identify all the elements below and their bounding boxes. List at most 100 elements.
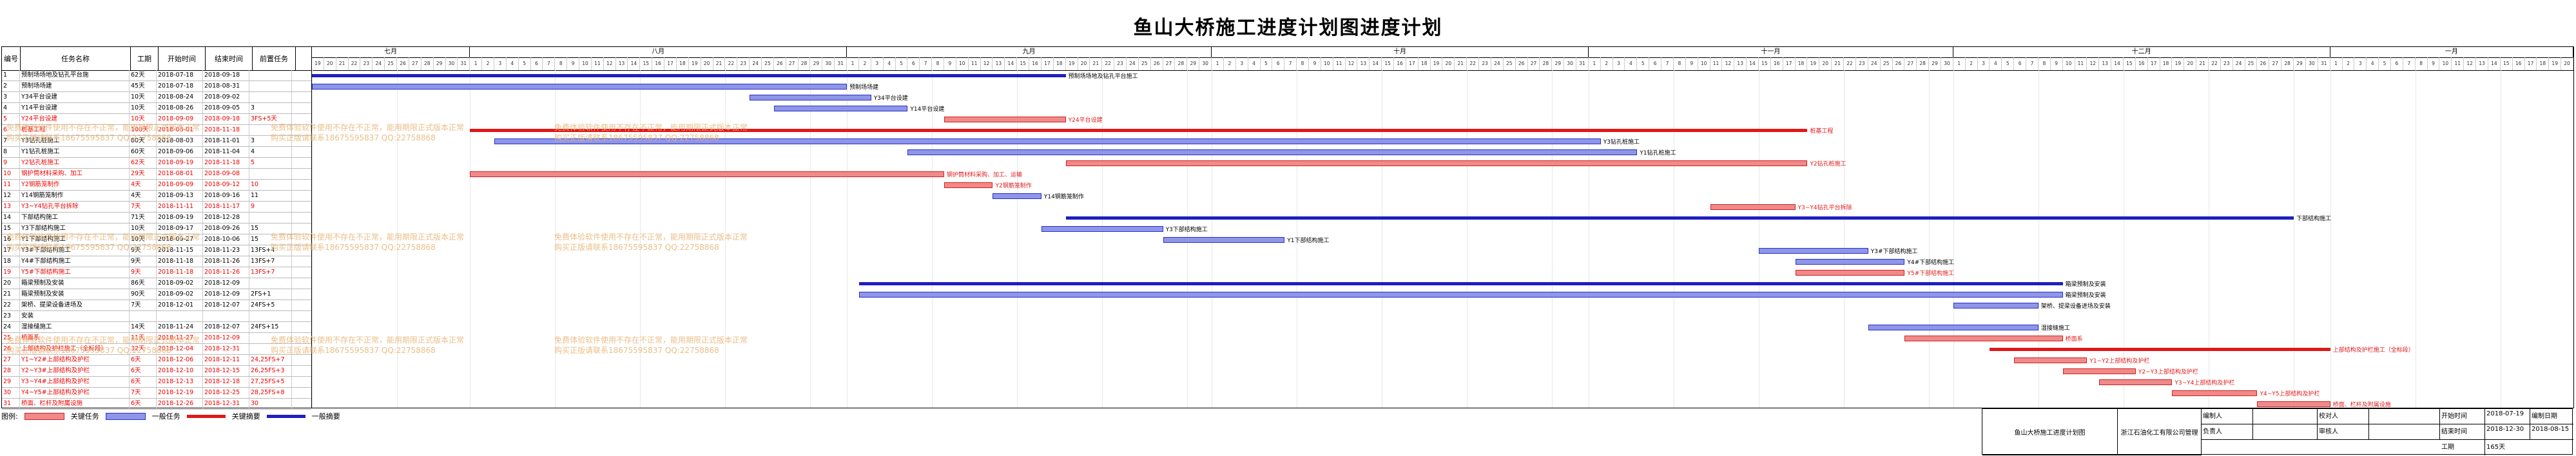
task-bar[interactable]: [1065, 160, 1808, 166]
day-header: 5: [519, 57, 531, 70]
task-end: 2018-12-18: [203, 377, 249, 387]
task-name: 桩基工程: [20, 125, 130, 135]
summary-bar[interactable]: [312, 74, 1066, 77]
day-header: 14: [628, 57, 641, 70]
day-header: 7: [2403, 57, 2416, 70]
day-header: 28: [1917, 57, 1930, 70]
day-header: 11: [2452, 57, 2465, 70]
task-bar[interactable]: [470, 171, 944, 177]
day-header: 6: [2391, 57, 2403, 70]
task-bar[interactable]: [993, 193, 1041, 199]
task-id: 29: [2, 377, 20, 387]
task-bar[interactable]: [2257, 401, 2330, 407]
task-bar[interactable]: [2062, 368, 2136, 374]
task-bar[interactable]: [1759, 248, 1868, 254]
task-end: 2018-11-18: [203, 158, 249, 168]
day-header: 11: [1333, 57, 1346, 70]
task-end: 2018-09-26: [203, 223, 249, 234]
day-header: 23: [2221, 57, 2233, 70]
task-bar[interactable]: [750, 95, 871, 100]
task-bar[interactable]: [1795, 259, 1905, 265]
bar-label: Y24平台设建: [1068, 117, 1103, 124]
task-bar[interactable]: [1795, 270, 1905, 276]
task-bar[interactable]: [312, 84, 847, 90]
task-bar[interactable]: [1868, 325, 2039, 330]
bar-label: Y1~Y2上部结构及护栏: [2089, 358, 2150, 365]
day-header: 26: [1893, 57, 1905, 70]
task-bar[interactable]: [1710, 204, 1796, 210]
task-bar[interactable]: [2172, 390, 2258, 396]
task-bar[interactable]: [1163, 237, 1285, 243]
task-id: 3: [2, 92, 20, 102]
task-id: 11: [2, 180, 20, 190]
task-bar[interactable]: [944, 182, 993, 188]
summary-bar[interactable]: [858, 282, 2063, 285]
task-bar[interactable]: [1953, 303, 2039, 309]
day-header: 4: [884, 57, 896, 70]
info-end-value: 2018-12-30: [2485, 424, 2530, 440]
task-start: 2018-09-02: [157, 289, 203, 299]
day-header: 11: [2075, 57, 2087, 70]
task-bar[interactable]: [907, 149, 1638, 155]
day-header: 18: [1796, 57, 1808, 70]
task-bar[interactable]: [1041, 226, 1163, 232]
summary-bar[interactable]: [1065, 216, 2294, 220]
task-bar[interactable]: [944, 117, 1066, 122]
task-end: 2018-11-18: [203, 125, 249, 135]
task-id: 18: [2, 256, 20, 267]
day-header: 29: [810, 57, 823, 70]
day-header: 5: [2002, 57, 2015, 70]
info-start-label: 开始时间: [2440, 409, 2485, 424]
task-bar[interactable]: [2099, 379, 2173, 385]
task-bar[interactable]: [494, 138, 1601, 144]
legend-critical-summary-swatch: [186, 414, 226, 418]
day-header: 14: [2111, 57, 2124, 70]
task-duration: 10天: [130, 92, 157, 102]
task-bar[interactable]: [1904, 336, 2063, 341]
task-end: 2018-11-26: [203, 267, 249, 278]
legend-summary-label: 一般摘要: [311, 412, 340, 421]
task-bar[interactable]: [773, 106, 908, 111]
task-start: 2018-11-18: [157, 267, 203, 278]
summary-bar[interactable]: [470, 129, 1808, 132]
day-header: 24: [1868, 57, 1881, 70]
task-bar[interactable]: [2014, 357, 2087, 363]
summary-bar[interactable]: [1990, 348, 2330, 351]
task-predecessor: 28,25FS+8: [249, 388, 292, 398]
task-bar[interactable]: [858, 292, 2063, 298]
task-end: 2018-11-01: [203, 136, 249, 146]
